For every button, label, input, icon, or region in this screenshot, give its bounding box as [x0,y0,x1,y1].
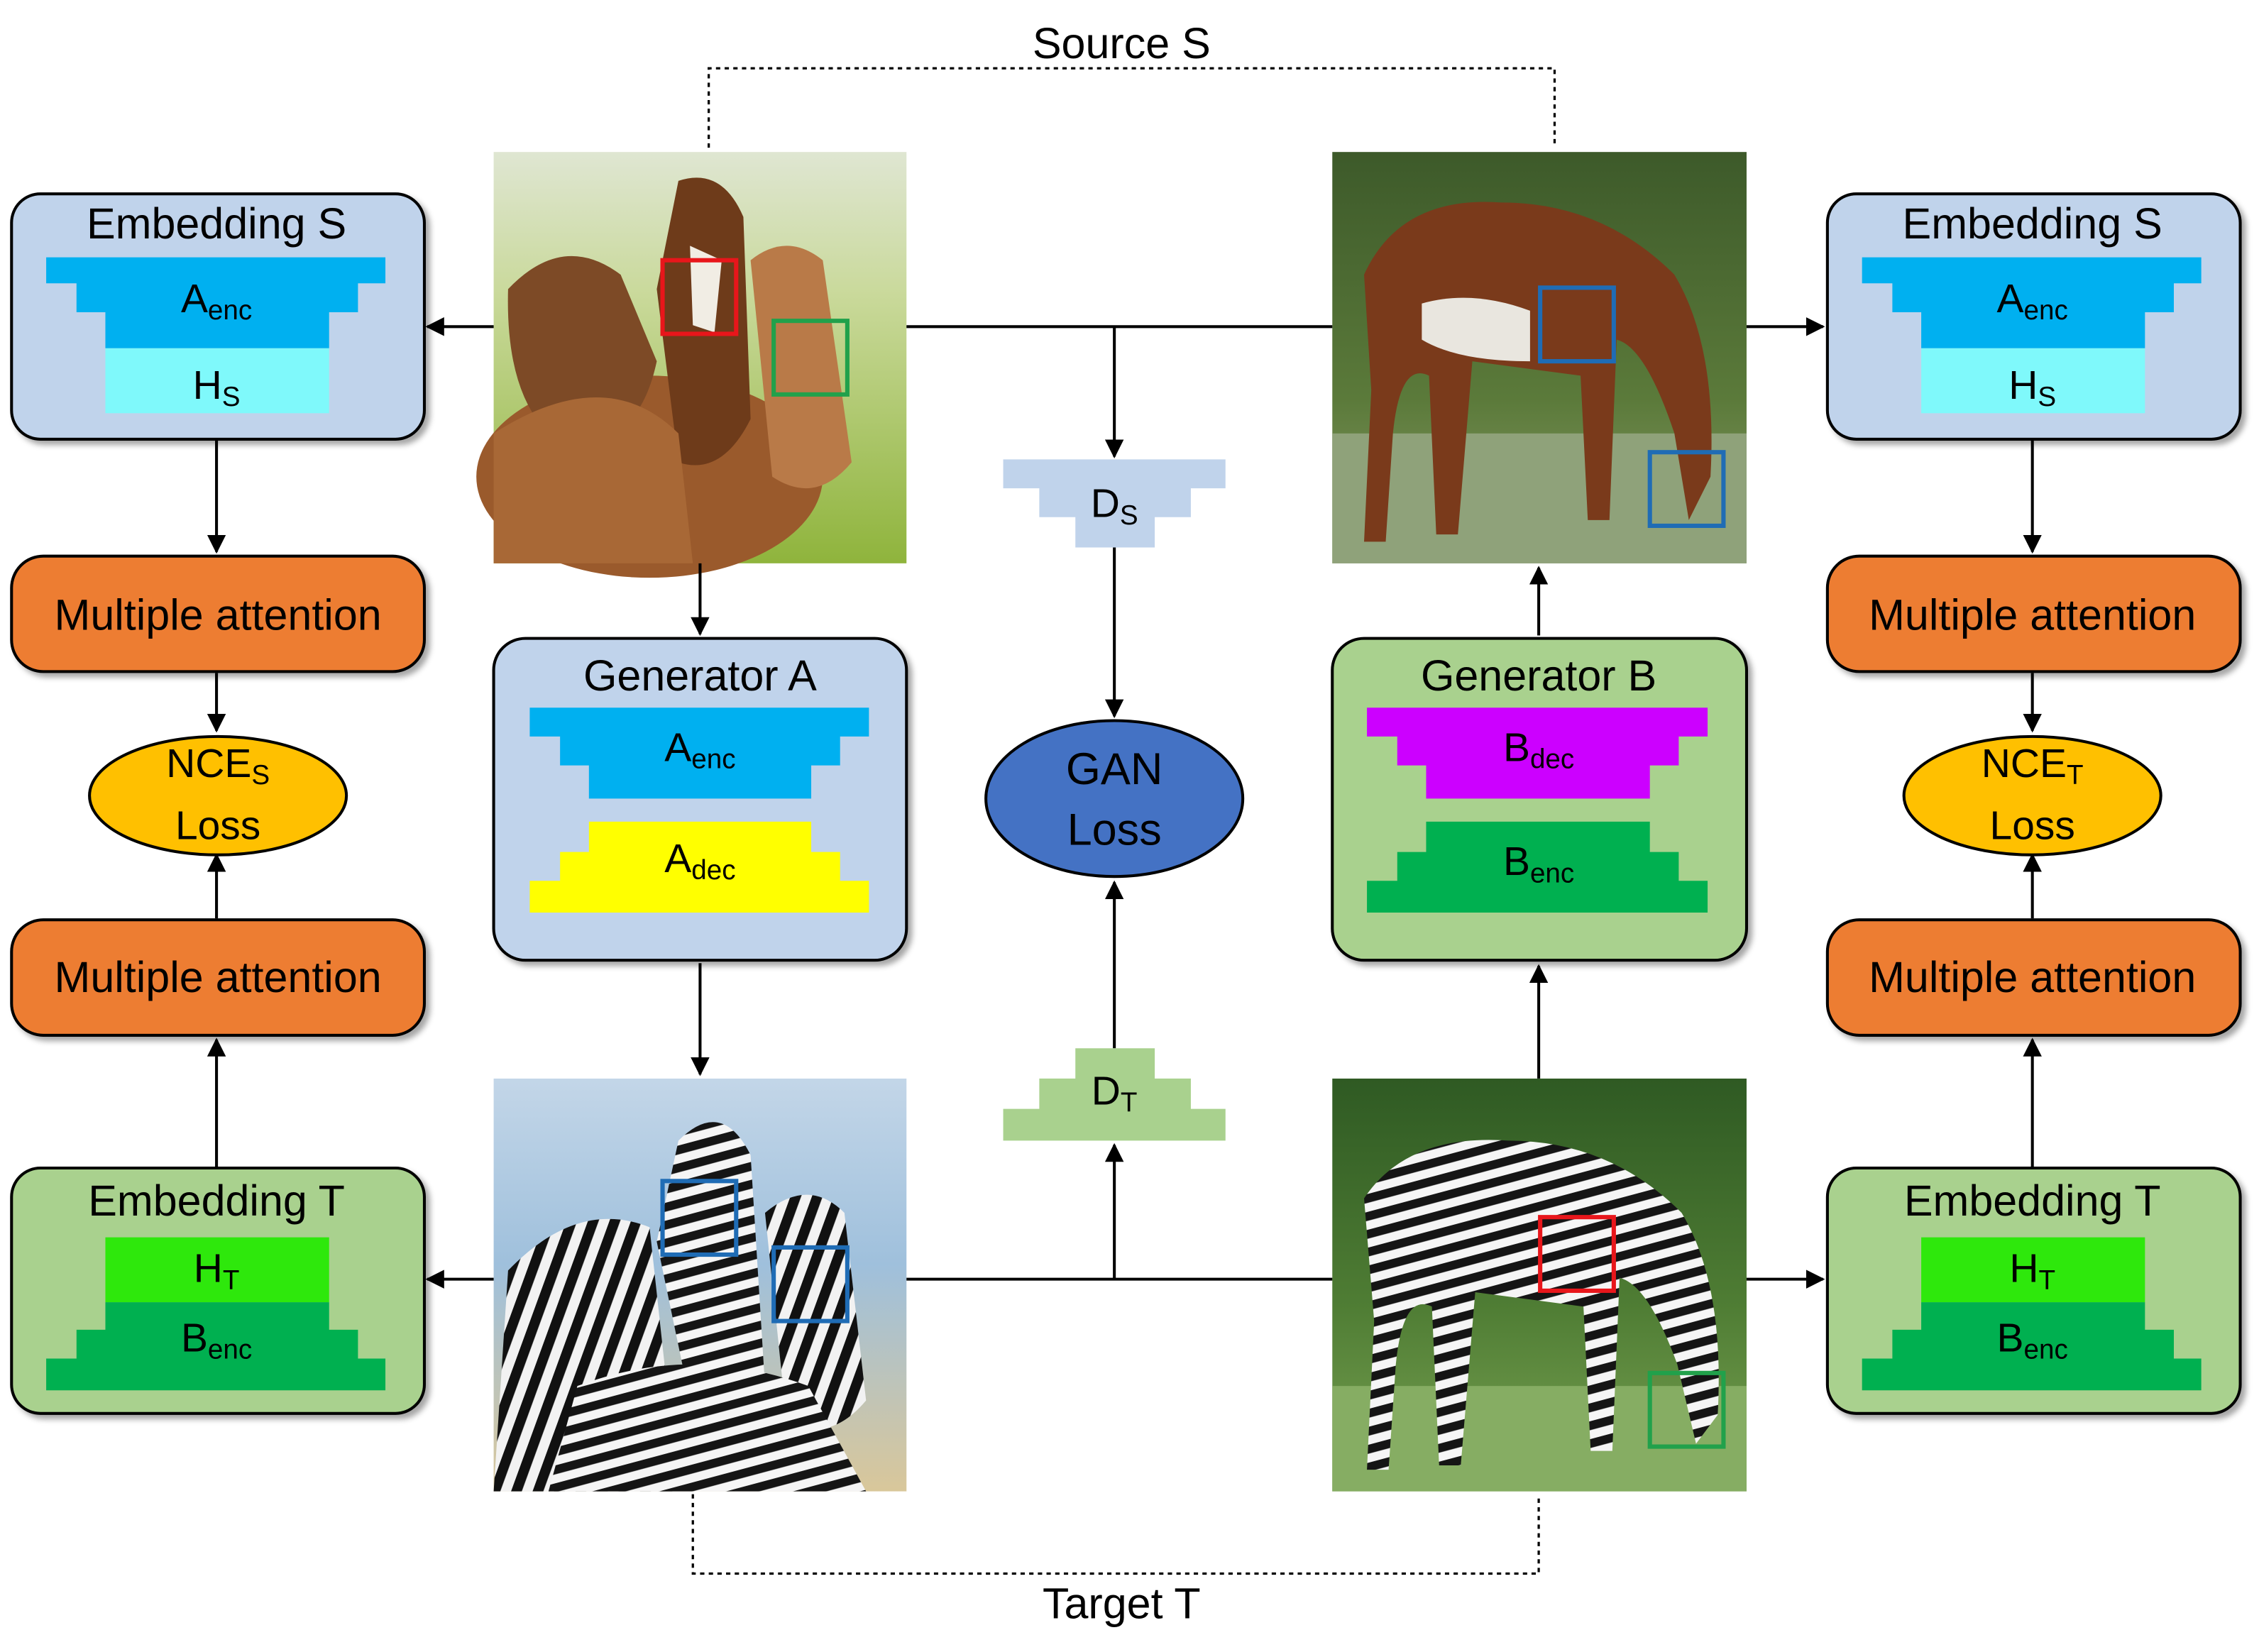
connectors [207,317,2042,1289]
embedding-t-right-benc-block [1862,1302,2202,1391]
target-zebra-image [1332,1078,1747,1492]
target-patch-green [1647,1370,1726,1449]
discriminator-t-label: DT [1092,1069,1138,1118]
discriminator-s-label: DS [1091,481,1138,531]
generator-a-title: Generator A [583,651,817,700]
source-patch-green [771,319,850,397]
embedding-s-left-title: Embedding S [87,199,346,248]
embedding-s-left-hs-label: HS [193,363,241,412]
discriminator-s: DS [1003,459,1226,548]
embedding-s-left-aenc-label: Aenc [181,276,252,326]
source-horses-image [476,152,907,578]
generated-zebras-image [493,1078,907,1492]
generator-a-aenc-block [529,707,869,799]
target-patch-red [1538,1215,1616,1293]
embedding-t-left-ht-label: HT [194,1246,240,1296]
embedding-t-right-ht-block [1921,1237,2145,1303]
embedding-t-right: Embedding T HT Benc [1825,1166,2242,1415]
nce-loss-left: NCES Loss [88,734,348,857]
generator-a-adec-block [529,821,869,913]
source-patch-red [660,258,739,336]
embedding-t-left-benc-block [46,1302,386,1391]
embedding-s-left: Embedding S Aenc HS [10,192,426,441]
generated-horse-patch-2 [1647,450,1726,529]
generator-b-title: Generator B [1421,651,1656,700]
embedding-t-right-ht-label: HT [2009,1246,2055,1296]
embedding-s-right-aenc-label: Aenc [1997,276,2068,326]
source-caption: Source S [1033,19,1211,67]
attention-left-bottom: Multiple attention [10,918,426,1037]
embedding-s-left-aenc-block [46,257,386,348]
embedding-s-right-aenc-block [1862,257,2202,348]
generator-b: Generator B Bdec Benc [1331,637,1749,962]
generator-b-benc-block [1367,821,1708,913]
generator-a-adec-label: Adec [664,836,735,886]
target-caption: Target T [1043,1580,1201,1628]
embedding-t-left: Embedding T HT Benc [10,1166,426,1415]
attention-left-top-label: Multiple attention [55,590,382,639]
embedding-s-right: Embedding S Aenc HS [1825,192,2242,441]
generator-a-aenc-label: Aenc [664,725,735,774]
generator-a: Generator A Aenc Adec [492,637,908,962]
generated-horse-image [1332,152,1747,563]
embedding-s-right-hs-block [1921,348,2145,414]
nce-loss-right-line2: Loss [1990,803,2075,848]
embedding-t-left-benc-label: Benc [181,1315,252,1365]
embedding-t-left-title: Embedding T [88,1177,345,1225]
embedding-s-right-title: Embedding S [1903,199,2162,248]
generated-zebra-patch-2 [771,1245,850,1323]
generated-zebra-patch-1 [660,1179,739,1257]
gan-loss-line1: GAN [1066,744,1163,794]
generator-b-benc-label: Benc [1503,839,1574,888]
attention-left-bottom-label: Multiple attention [55,953,382,1001]
embedding-s-right-hs-label: HS [2008,363,2056,412]
embedding-t-left-ht-block [105,1237,329,1303]
generator-b-bdec-block [1367,707,1708,799]
nce-loss-left-line1: NCES [166,741,270,791]
attention-right-bottom-label: Multiple attention [1869,953,2196,1001]
attention-right-top-label: Multiple attention [1869,590,2196,639]
embedding-t-right-title: Embedding T [1904,1177,2161,1225]
nce-loss-right: NCET Loss [1902,734,2162,857]
nce-loss-left-line2: Loss [175,803,260,848]
embedding-s-left-hs-block [105,348,329,414]
gan-loss-line2: Loss [1067,805,1162,854]
generator-b-bdec-label: Bdec [1503,725,1574,774]
target-bracket [691,1494,1540,1575]
source-bracket [708,67,1556,148]
embedding-t-right-benc-label: Benc [1997,1315,2068,1365]
discriminator-t: DT [1003,1048,1226,1141]
nce-loss-right-line1: NCET [1982,741,2084,791]
attention-left-top: Multiple attention [10,554,426,673]
generated-horse-patch-1 [1538,285,1616,364]
attention-right-bottom: Multiple attention [1825,918,2242,1037]
attention-right-top: Multiple attention [1825,554,2242,673]
gan-loss: GAN Loss [984,719,1245,879]
